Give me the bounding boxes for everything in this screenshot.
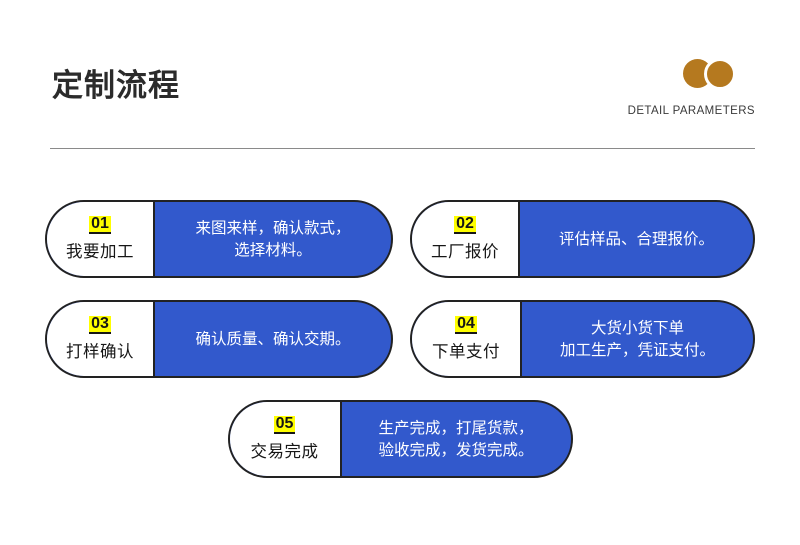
step-title-02: 工厂报价	[431, 242, 499, 262]
step-title-04: 下单支付	[432, 342, 500, 362]
flow-card-step-04[interactable]: 04 下单支付 大货小货下单 加工生产，凭证支付。	[410, 300, 755, 378]
step-desc-line: 加工生产，凭证支付。	[559, 341, 715, 359]
flow-row-3: 05 交易完成 生产完成，打尾货款， 验收完成，发货完成。	[0, 400, 800, 478]
flow-steps-area: 01 我要加工 来图来样，确认款式， 选择材料。 02 工厂报价 评估样品、合理…	[0, 155, 800, 545]
flow-card-body-04: 大货小货下单 加工生产，凭证支付。	[522, 302, 753, 376]
flow-row-1: 01 我要加工 来图来样，确认款式， 选择材料。 02 工厂报价 评估样品、合理…	[0, 200, 800, 278]
flow-card-head-03: 03 打样确认	[47, 302, 155, 376]
flow-card-step-03[interactable]: 03 打样确认 确认质量、确认交期。	[45, 300, 393, 378]
flow-card-head-02: 02 工厂报价	[412, 202, 520, 276]
flow-card-head-01: 01 我要加工	[47, 202, 155, 276]
step-number-01: 01	[89, 215, 111, 235]
page-title: 定制流程	[52, 68, 180, 103]
step-desc-line: 大货小货下单	[590, 318, 684, 337]
step-desc-line: 验收完成，发货完成。	[378, 441, 534, 459]
brand-block: DETAIL PARAMETERS	[555, 58, 755, 117]
flow-card-step-02[interactable]: 02 工厂报价 评估样品、合理报价。	[410, 200, 755, 278]
step-number-03: 03	[89, 315, 111, 335]
flow-card-body-03: 确认质量、确认交期。	[155, 302, 391, 376]
step-number-05: 05	[273, 415, 296, 435]
flow-card-body-05: 生产完成，打尾货款， 验收完成，发货完成。	[342, 402, 571, 476]
page-header: 定制流程 DETAIL PARAMETERS	[0, 0, 800, 155]
flow-card-step-01[interactable]: 01 我要加工 来图来样，确认款式， 选择材料。	[45, 200, 393, 278]
brand-caption: DETAIL PARAMETERS	[627, 105, 755, 117]
flow-card-body-02: 评估样品、合理报价。	[520, 202, 753, 276]
step-desc-line: 评估样品、合理报价。	[558, 229, 714, 248]
flow-card-head-04: 04 下单支付	[412, 302, 522, 376]
step-desc-line: 来图来样，确认款式，	[195, 218, 351, 237]
logo-circle-front	[704, 58, 736, 90]
step-title-01: 我要加工	[66, 242, 134, 262]
flow-row-2: 03 打样确认 确认质量、确认交期。 04 下单支付 大货小货下单 加工生产，凭…	[0, 300, 800, 378]
step-desc-line: 选择材料。	[234, 241, 312, 259]
step-title-05: 交易完成	[250, 442, 319, 462]
flow-card-step-05[interactable]: 05 交易完成 生产完成，打尾货款， 验收完成，发货完成。	[227, 400, 573, 478]
flow-card-body-01: 来图来样，确认款式， 选择材料。	[155, 202, 391, 276]
step-desc-line: 生产完成，打尾货款，	[378, 418, 534, 437]
flow-card-head-05: 05 交易完成	[229, 402, 342, 476]
two-overlapping-circles-icon	[683, 58, 747, 90]
step-title-03: 打样确认	[66, 342, 134, 362]
step-number-04: 04	[455, 315, 477, 335]
header-divider	[50, 148, 755, 149]
step-number-02: 02	[454, 215, 476, 235]
step-desc-line: 确认质量、确认交期。	[195, 329, 351, 348]
